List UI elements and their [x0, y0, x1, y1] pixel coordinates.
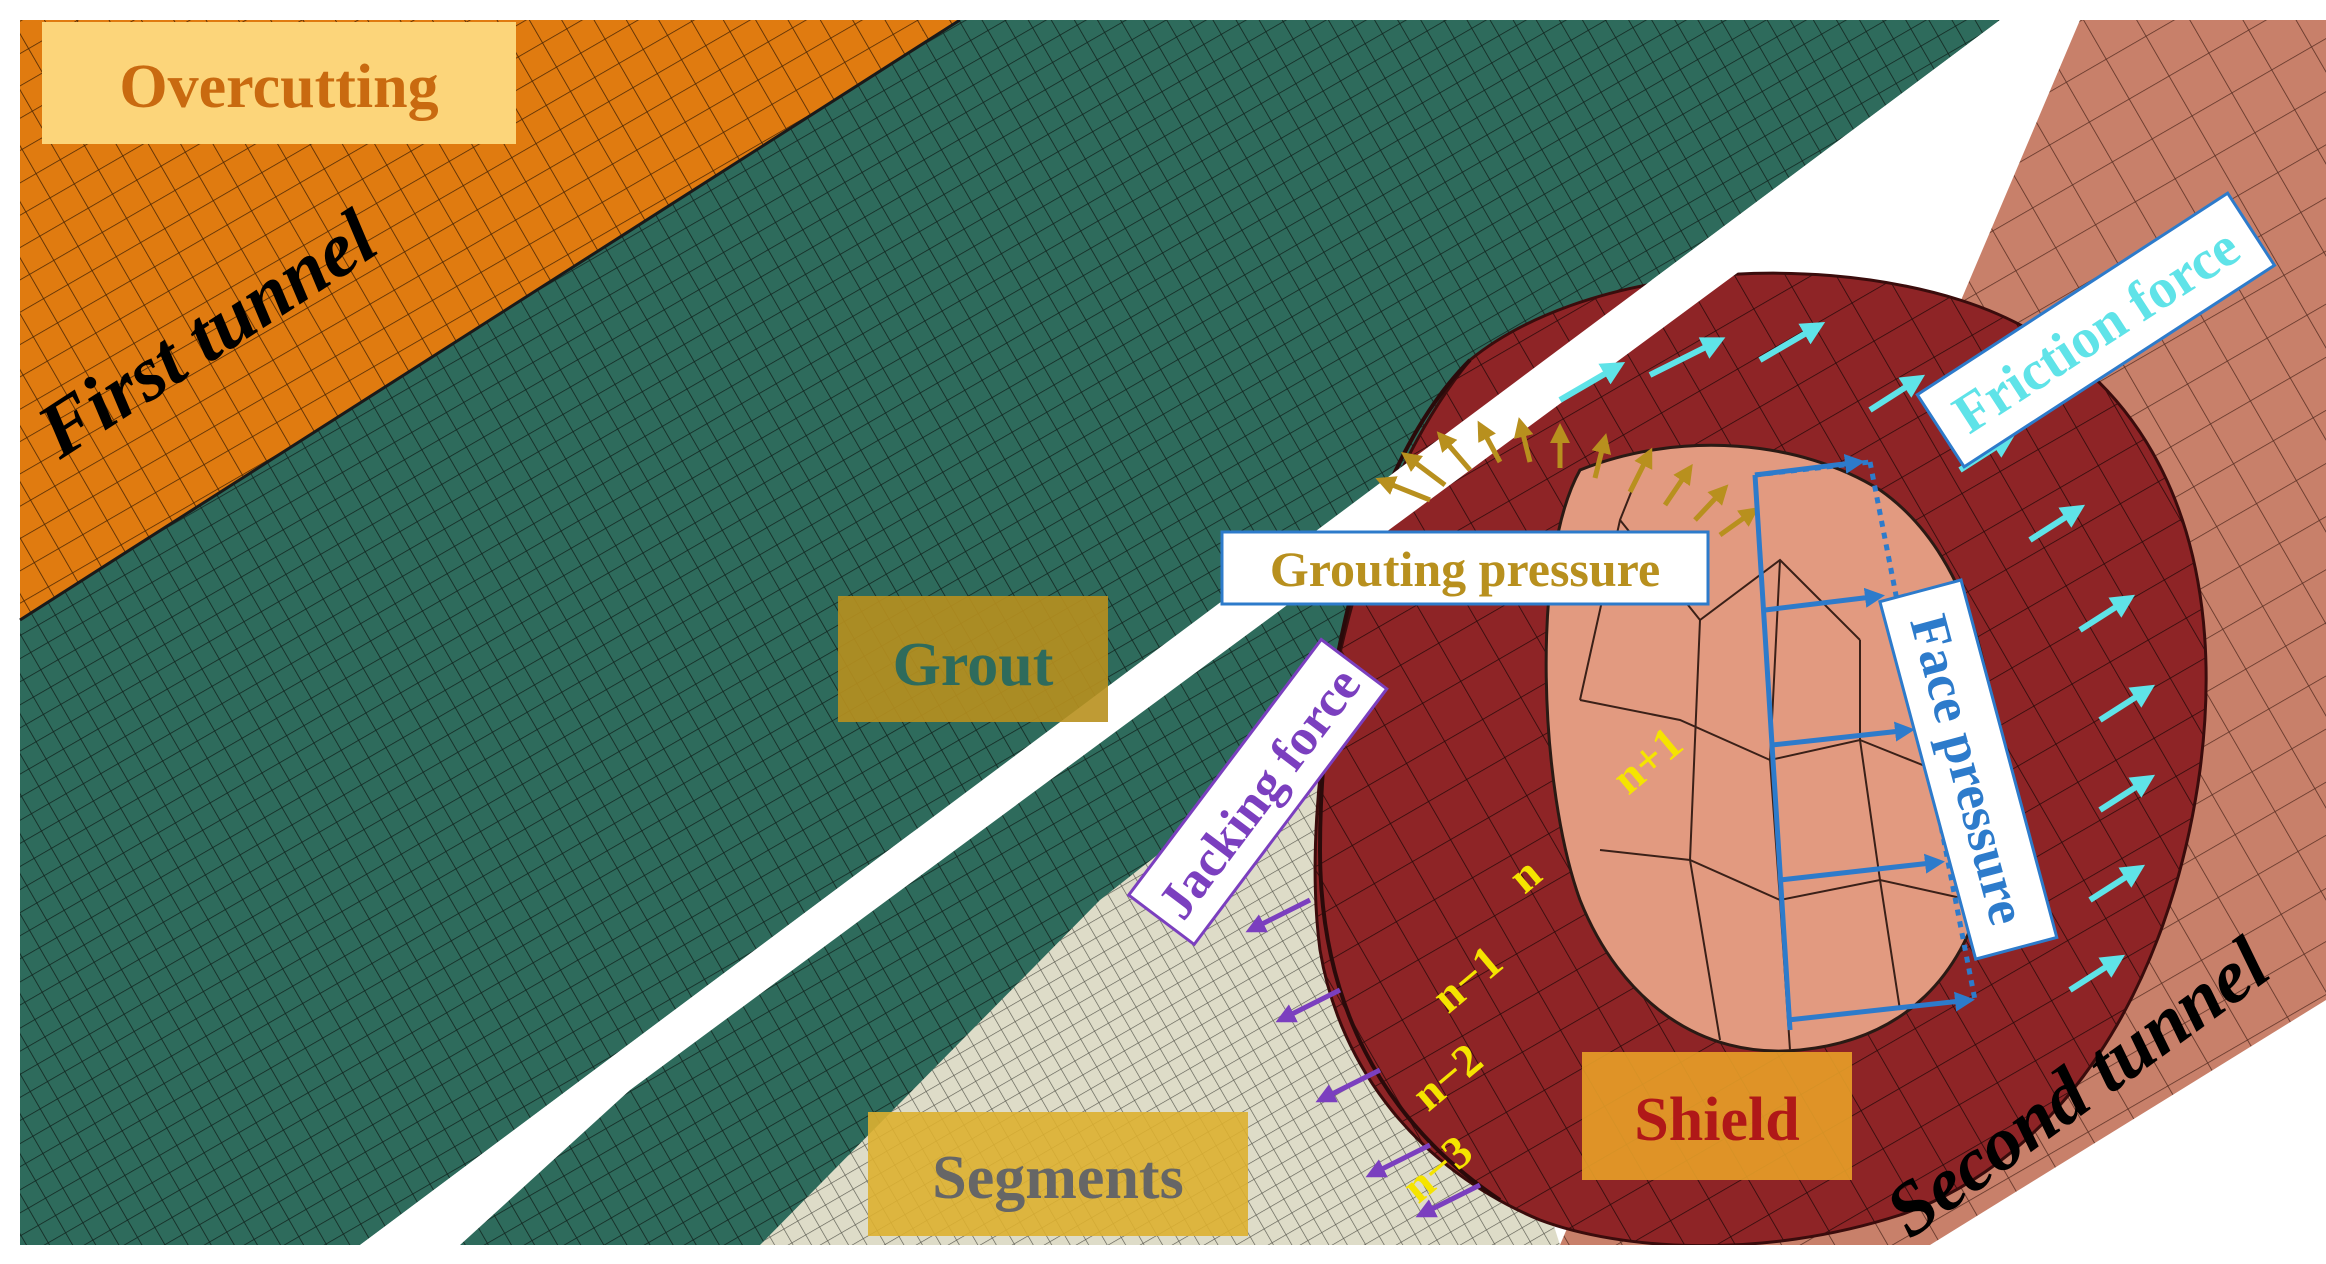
- overcutting-label: Overcutting: [42, 22, 516, 144]
- friction-arrow: [2028, 504, 2086, 543]
- jacking-arrow: [1275, 987, 1342, 1023]
- friction-arrow: [1558, 361, 1626, 403]
- svg-text:Shield: Shield: [1634, 1086, 1799, 1154]
- grouting-arrow: [1375, 476, 1431, 503]
- grouting-arrow: [1477, 420, 1503, 464]
- jacking-force-arrows: [1245, 897, 1482, 1218]
- friction-arrow: [2098, 774, 2156, 813]
- grouting-pressure-arrows: [1375, 417, 1760, 538]
- face-arrow: [1771, 721, 1915, 748]
- grouting-pressure-label: Grouting pressure: [1220, 530, 1710, 606]
- grouting-arrow: [1662, 463, 1693, 507]
- face-arrow: [1754, 453, 1865, 478]
- shield-tail-ring: [1317, 358, 1502, 1202]
- grouting-arrow: [1693, 484, 1729, 522]
- segments-label: Segments: [868, 1112, 1248, 1236]
- jacking-arrow: [1315, 1067, 1382, 1103]
- grouting-arrow: [1718, 507, 1760, 538]
- face-arrow: [1764, 587, 1885, 613]
- tunnel-gap: [360, 20, 2080, 1245]
- svg-text:Segments: Segments: [932, 1144, 1183, 1212]
- face-arrow: [1779, 853, 1945, 883]
- face-pressure-arrows: [1752, 453, 1978, 1031]
- svg-text:Grout: Grout: [893, 631, 1054, 699]
- friction-arrow: [2098, 684, 2156, 723]
- grouting-arrow: [1591, 433, 1612, 479]
- grouting-arrow: [1401, 452, 1447, 487]
- friction-arrow: [1868, 374, 1926, 413]
- friction-arrow: [1648, 337, 1726, 378]
- grout-label: Grout: [838, 596, 1108, 722]
- jacking-arrow: [1415, 1182, 1482, 1218]
- face-pressure-envelope-right: [1867, 461, 1978, 1001]
- face-arrow: [1787, 991, 1975, 1023]
- grouting-arrow: [1513, 417, 1534, 463]
- shield-label: Shield: [1582, 1052, 1852, 1180]
- grouting-arrow: [1436, 431, 1472, 472]
- face-pressure-baseline: [1752, 474, 1793, 1031]
- svg-text:Grouting pressure: Grouting pressure: [1270, 541, 1660, 597]
- friction-arrow: [2088, 864, 2146, 903]
- friction-arrow: [2068, 954, 2126, 993]
- friction-arrow: [2078, 594, 2136, 633]
- friction-arrow: [1758, 321, 1826, 363]
- jacking-arrow: [1365, 1142, 1432, 1178]
- jacking-arrow: [1245, 897, 1312, 933]
- grouting-arrow: [1627, 447, 1653, 494]
- svg-text:Overcutting: Overcutting: [119, 53, 438, 121]
